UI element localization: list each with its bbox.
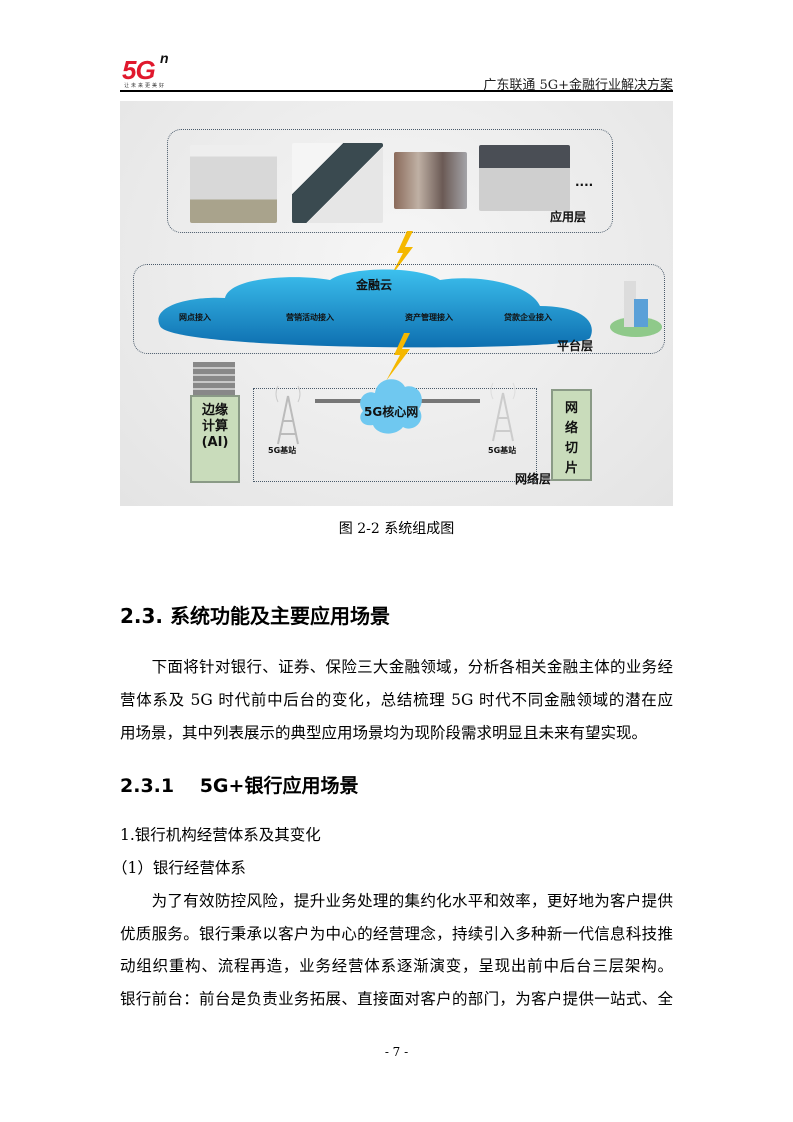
subsection-heading: 2.3.1 5G+银行应用场景: [120, 775, 359, 797]
lightning-icon: [386, 333, 410, 381]
core-network-label: 5G核心网: [364, 405, 419, 419]
video-conference-image: [394, 152, 467, 209]
logo: 5G n 让未来更美好: [122, 50, 169, 89]
network-layer-label: 网络层: [515, 472, 552, 486]
core-cloud-icon: [360, 379, 422, 434]
tower-icon: [490, 382, 516, 442]
app-layer-label: 应用层: [550, 210, 587, 224]
page-number: - 7 -: [384, 1045, 409, 1059]
tower-icon: [275, 385, 301, 445]
header-title: 广东联通 5G+金融行业解决方案: [483, 78, 673, 93]
platform-layer-label: 平台层: [557, 339, 594, 353]
cloud-icon: [158, 269, 592, 348]
smart-hall-image: [479, 145, 570, 211]
figure-caption: 图 2-2 系统组成图: [338, 521, 455, 537]
cloud-title: 金融云: [356, 278, 393, 292]
app-layer-box: [167, 129, 613, 233]
section-heading: 2.3. 系统功能及主要应用场景: [120, 604, 390, 628]
bank-branch-image: [190, 145, 277, 223]
header-rule: [120, 90, 673, 92]
lightning-icon: [389, 231, 413, 279]
vr-image: [292, 143, 383, 223]
building-icon: [610, 281, 662, 337]
system-diagram: .... 应用层 金融云 网点接入 营销活动接入 资产管理接入 贷款企业接入 平…: [120, 101, 673, 506]
network-slice-box: 网络切片: [551, 389, 592, 481]
edge-computing-box: 边缘计算(AI): [190, 395, 240, 483]
server-icon: [193, 362, 235, 396]
